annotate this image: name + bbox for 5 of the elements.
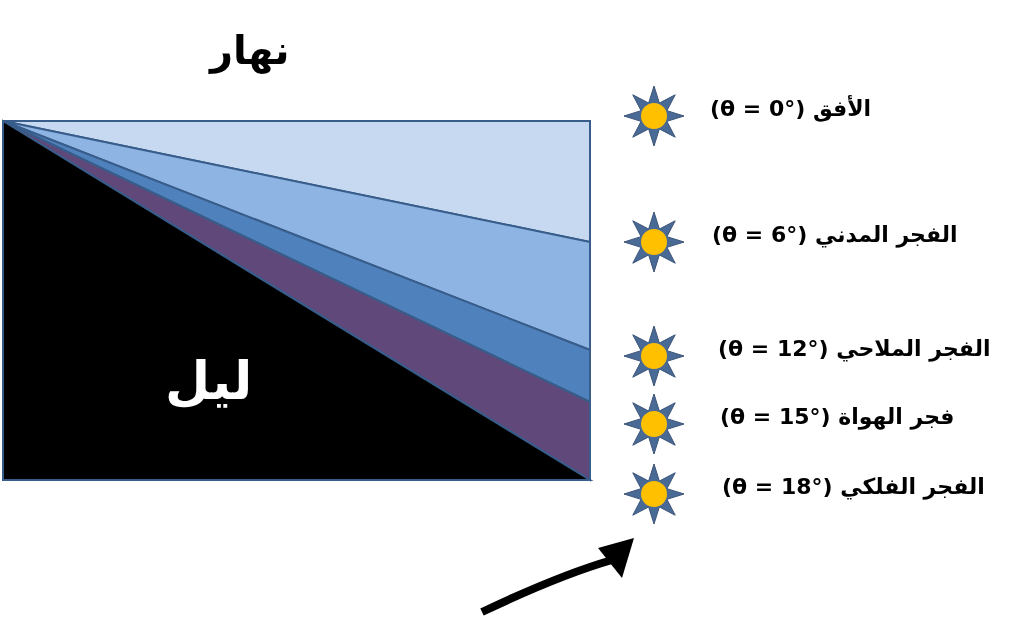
dawn-angle-label: الفجر الملاحي (θ = 12°) xyxy=(718,338,991,360)
dawn-angle-label: فجر الهواة (θ = 15°) xyxy=(720,406,955,428)
night-label: ليل xyxy=(165,355,253,407)
dawn-angle-label: الفجر الفلكي (θ = 18°) xyxy=(722,476,985,498)
dawn-angle-label: الفجر المدني (θ = 6°) xyxy=(712,224,958,246)
